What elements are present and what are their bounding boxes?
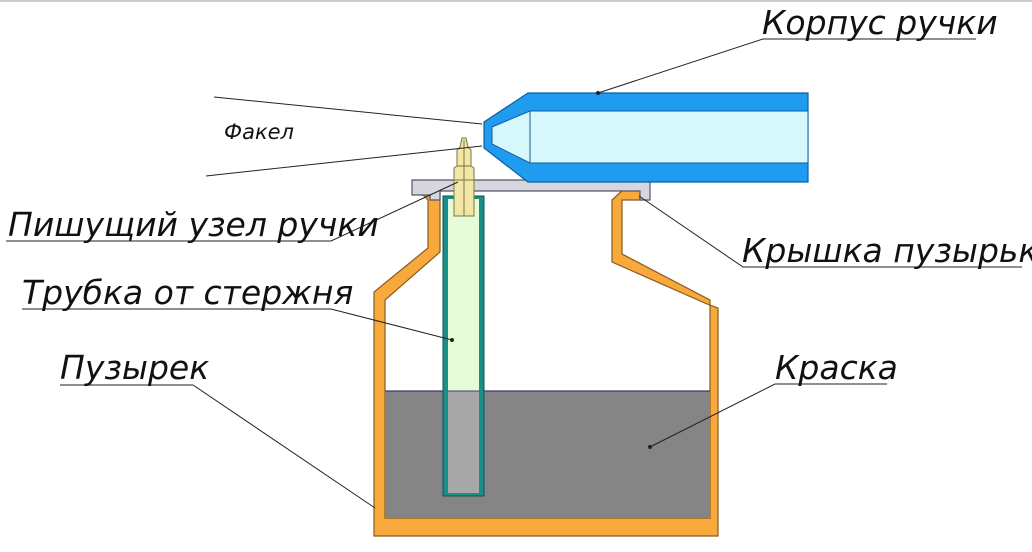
leader-bottle (60, 384, 376, 509)
flare-line-top (213, 96, 483, 125)
leader-refill-tube (22, 308, 453, 341)
leader-bottle-cap (638, 195, 1022, 268)
leader-handle-body (597, 38, 976, 94)
leader-writing-unit (6, 181, 459, 242)
label-bottle-cap: Крышка пузырька (742, 231, 1032, 270)
leader-paint (649, 383, 887, 448)
label-bottle: Пузырек (60, 348, 209, 387)
label-paint: Краска (775, 348, 898, 387)
label-handle-body: Корпус ручки (762, 3, 998, 42)
label-refill-tube: Трубка от стержня (22, 273, 353, 312)
flare-line-bottom (205, 145, 483, 177)
refill-tube (442, 195, 485, 497)
writing-unit (453, 137, 475, 217)
handle-body (483, 92, 809, 183)
bottle (373, 187, 719, 537)
paint (385, 391, 710, 518)
label-flare: Факел (224, 120, 294, 144)
label-writing-unit: Пишущий узел ручки (8, 205, 379, 244)
